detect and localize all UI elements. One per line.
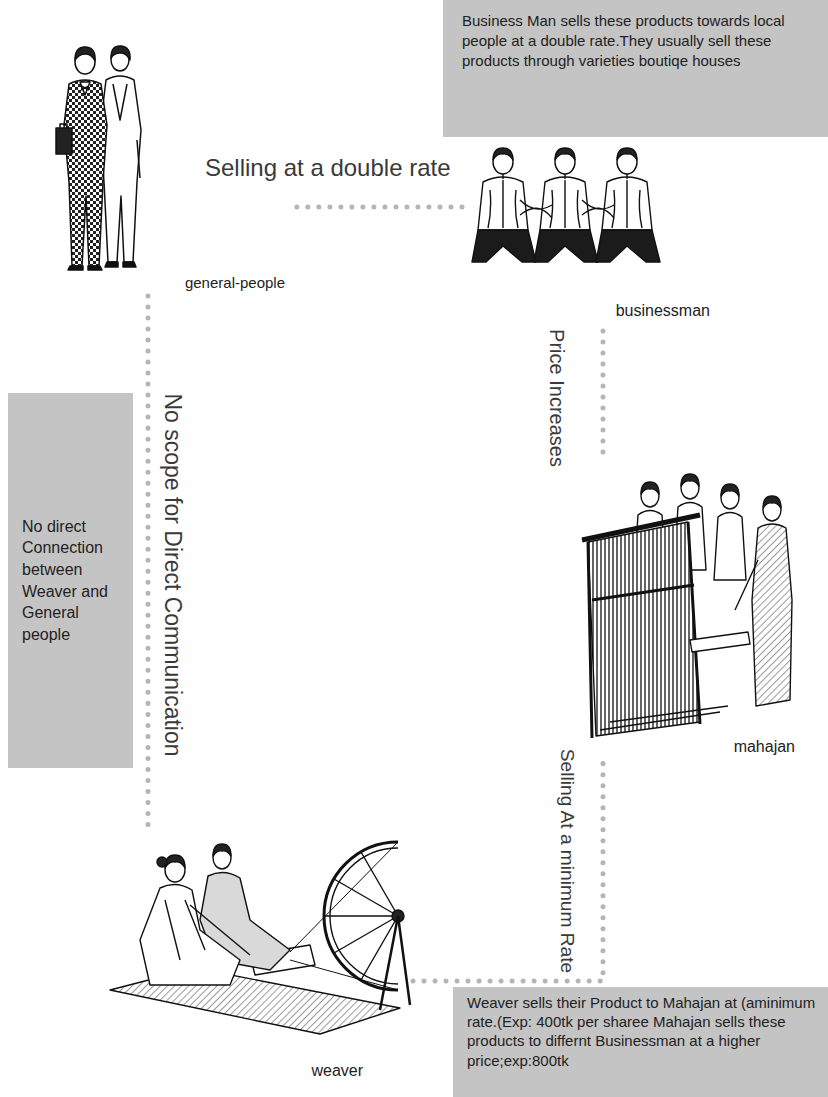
note-box: Weaver sells their Product to Mahajan at… (453, 987, 828, 1097)
illustration-part (100, 76, 141, 262)
seated-traders-illustration (472, 148, 660, 262)
illustration-part (190, 905, 250, 955)
note-text: Weaver sells their Product to Mahajan at… (467, 993, 816, 1070)
illustration-part (721, 484, 739, 496)
illustration-part (80, 82, 90, 95)
dotted-connector (601, 322, 606, 452)
figure-group: businessman (462, 140, 712, 322)
illustration-part (105, 262, 136, 267)
illustration-part (520, 200, 614, 218)
note-box: No direct Connection between Weaver and … (8, 393, 133, 768)
illustration-part (213, 844, 231, 856)
illustration-part (588, 522, 700, 736)
illustration-part (641, 482, 659, 494)
edge-label: Selling At a minimum Rate (557, 748, 576, 972)
loom-illustration (582, 474, 792, 738)
dotted-connector (290, 205, 462, 210)
edge-label: No scope for Direct Communication (161, 393, 184, 756)
illustration-part (735, 560, 758, 610)
illustration-part (681, 474, 699, 486)
illustration-part (165, 900, 205, 960)
figure-caption: general-people (185, 274, 285, 292)
edge-label: Price Increases (547, 329, 567, 467)
illustration-part (113, 84, 127, 120)
illustration-part (157, 857, 167, 867)
note-text: Business Man sells these products toward… (462, 11, 814, 70)
figure-caption: businessman (616, 301, 710, 320)
illustration-part (596, 148, 660, 262)
standing-couple-illustration (56, 46, 141, 270)
illustration-part (60, 124, 67, 128)
illustration-part (290, 842, 398, 990)
illustration-part (111, 46, 130, 60)
edge-label: Selling at a double rate (205, 156, 451, 180)
figure-caption: weaver (311, 1061, 363, 1080)
illustration-part (588, 522, 700, 738)
illustration-part (592, 585, 694, 600)
figure-caption: mahajan (734, 737, 795, 756)
illustration-part (690, 632, 750, 652)
figure-group: weaver (95, 832, 413, 1084)
spinning-wheel-illustration (110, 842, 410, 1034)
figure-group: mahajan (555, 452, 800, 757)
illustration-part (752, 524, 792, 706)
illustration-part (600, 706, 728, 730)
illustration-part (165, 855, 185, 868)
note-text: No direct Connection between Weaver and … (22, 516, 125, 646)
illustration-part (75, 47, 95, 61)
illustration-part (64, 80, 107, 266)
dotted-connector (146, 296, 151, 832)
illustration-part (582, 515, 700, 540)
illustration-part (714, 513, 746, 581)
illustration-part (380, 916, 410, 1010)
illustration-part (763, 496, 781, 508)
illustration-part (56, 128, 72, 154)
note-box: Business Man sells these products toward… (443, 0, 828, 137)
illustration-part (324, 852, 398, 980)
illustration-part (68, 266, 102, 270)
illustration-part (81, 86, 89, 90)
